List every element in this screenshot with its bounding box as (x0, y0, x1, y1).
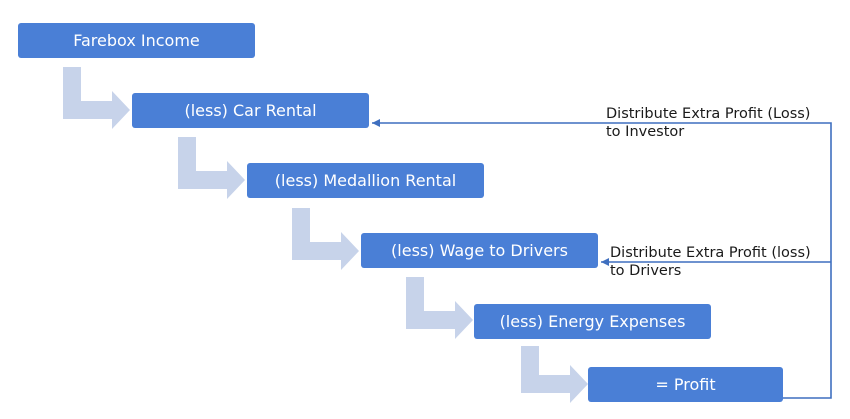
step-arrow-5 (521, 346, 588, 403)
feedback-label-investor: Distribute Extra Profit (Loss) to Invest… (606, 105, 810, 141)
feedback-line-investor (372, 119, 832, 399)
feedback-label-drivers-line2: to Drivers (610, 263, 682, 279)
step-energy-expenses: (less) Energy Expenses (474, 304, 711, 339)
feedback-label-investor-line1: Distribute Extra Profit (Loss) (606, 106, 811, 122)
step-arrow-1 (63, 67, 130, 129)
step-wage-to-drivers: (less) Wage to Drivers (361, 233, 598, 268)
step-car-rental: (less) Car Rental (132, 93, 369, 128)
step-farebox-income: Farebox Income (18, 23, 255, 58)
step-medallion-rental: (less) Medallion Rental (247, 163, 484, 198)
feedback-label-drivers: Distribute Extra Profit (loss) to Driver… (610, 244, 811, 280)
step-arrow-3 (292, 208, 359, 270)
step-arrow-2 (178, 137, 245, 199)
feedback-label-investor-line2: to Investor (606, 124, 685, 140)
feedback-label-drivers-line1: Distribute Extra Profit (loss) (610, 245, 811, 261)
step-arrow-4 (406, 277, 473, 339)
step-profit: = Profit (588, 367, 783, 402)
